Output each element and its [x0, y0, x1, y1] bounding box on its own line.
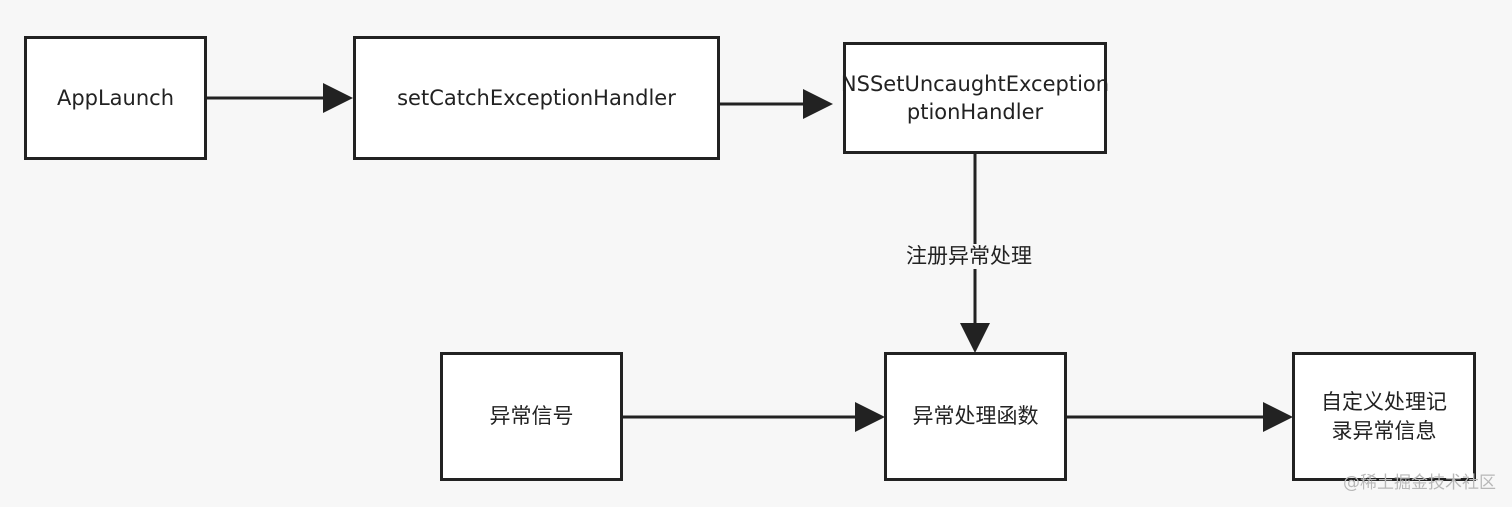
node-exception-signal-label: 异常信号	[489, 404, 574, 429]
node-exception-handler-function: 异常处理函数	[884, 352, 1067, 481]
node-custom-handling-record: 自定义处理记 录异常信息	[1292, 352, 1476, 481]
node-exception-handler-function-label: 异常处理函数	[912, 404, 1039, 429]
node-set-catch-exception-handler: setCatchExceptionHandler	[353, 36, 720, 160]
node-app-launch-label: AppLaunch	[56, 85, 175, 110]
node-app-launch: AppLaunch	[24, 36, 207, 160]
node-custom-handling-record-label: 自定义处理记 录异常信息	[1321, 390, 1447, 443]
node-exception-signal: 异常信号	[440, 352, 623, 481]
node-set-catch-exception-handler-label: setCatchExceptionHandler	[397, 85, 676, 110]
node-ns-set-uncaught-exception-handler-label: NSSetUncaughtException ptionHandler	[840, 71, 1110, 124]
edge-label-register-handler: 注册异常处理	[902, 244, 1036, 269]
node-ns-set-uncaught-exception-handler: NSSetUncaughtException ptionHandler	[840, 42, 1110, 154]
watermark: @稀土掘金技术社区	[1343, 473, 1496, 493]
